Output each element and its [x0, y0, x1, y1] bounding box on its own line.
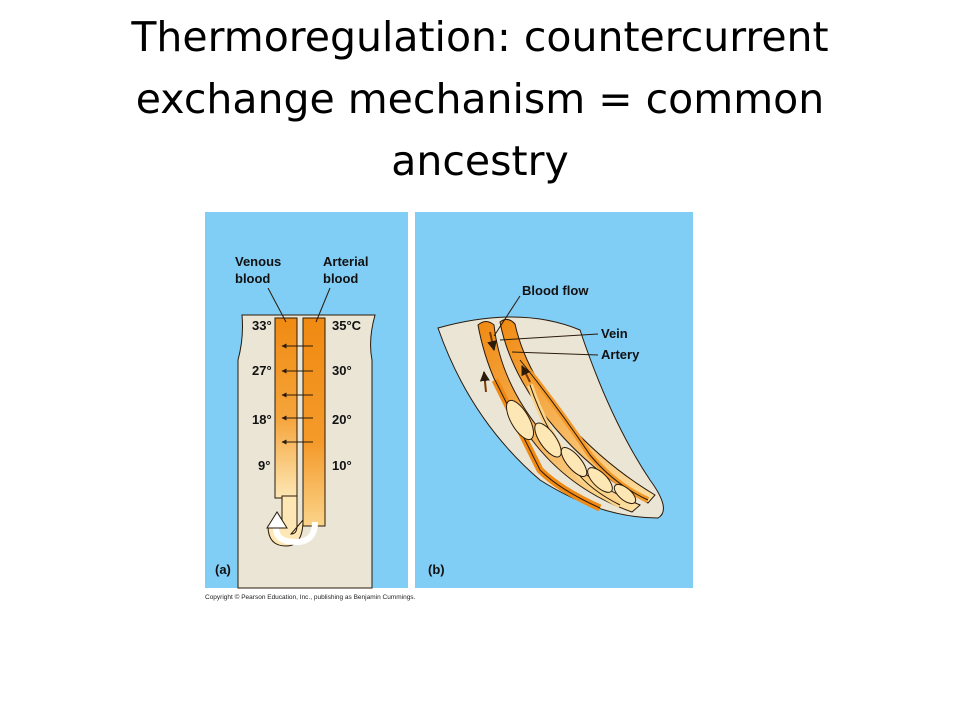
arterial-vessel	[302, 317, 326, 527]
panel-b: Blood flow Vein Artery (b)	[415, 212, 693, 588]
venous-temp-3: 18°	[252, 412, 272, 427]
arterial-label-line2: blood	[323, 271, 358, 286]
arterial-temp-1: 35°C	[332, 318, 362, 333]
flow-u-arrow	[273, 521, 318, 546]
venous-temp-2: 27°	[252, 363, 272, 378]
venous-label-line1: Venous	[235, 254, 281, 269]
artery-leader	[511, 351, 599, 356]
flow-arrow-up	[479, 371, 490, 393]
venous-vessel	[274, 317, 298, 499]
branch-1-outline	[494, 379, 601, 509]
flow-u-arrow-outline	[266, 511, 288, 529]
arterial-temp-2: 30°	[332, 363, 352, 378]
flow-arrow-up-2	[521, 365, 531, 383]
artery-label: Artery	[601, 347, 640, 362]
blood-flow-label: Blood flow	[522, 283, 589, 298]
vessel-loop-5	[613, 483, 637, 505]
vein-leader	[499, 333, 599, 341]
copyright-notice: Copyright © Pearson Education, Inc., pub…	[205, 593, 416, 601]
arterial-leader	[315, 287, 331, 323]
venous-temp-4: 9°	[258, 458, 270, 473]
slide-title: Thermoregulation: countercurrent exchang…	[131, 13, 829, 185]
vessel-loop-4	[587, 467, 613, 493]
vessel-loop-2	[534, 422, 562, 458]
arterial-temp-4: 10°	[332, 458, 352, 473]
flow-arrow-down	[487, 331, 497, 351]
venous-leader	[267, 287, 287, 323]
blood-flow-leader	[493, 295, 521, 337]
panel-b-label: (b)	[428, 562, 445, 577]
arterial-label-line1: Arterial	[323, 254, 369, 269]
arterial-temp-3: 20°	[332, 412, 352, 427]
venous-temp-1: 33°	[252, 318, 272, 333]
panel-a-label: (a)	[215, 562, 231, 577]
vein-label: Vein	[601, 326, 628, 341]
vessel-loop-3	[560, 446, 588, 478]
vessel-loop-1	[506, 399, 534, 441]
venous-label-line2: blood	[235, 271, 270, 286]
panel-a: Venous blood Arterial blood 33° 27° 18° …	[205, 212, 408, 589]
